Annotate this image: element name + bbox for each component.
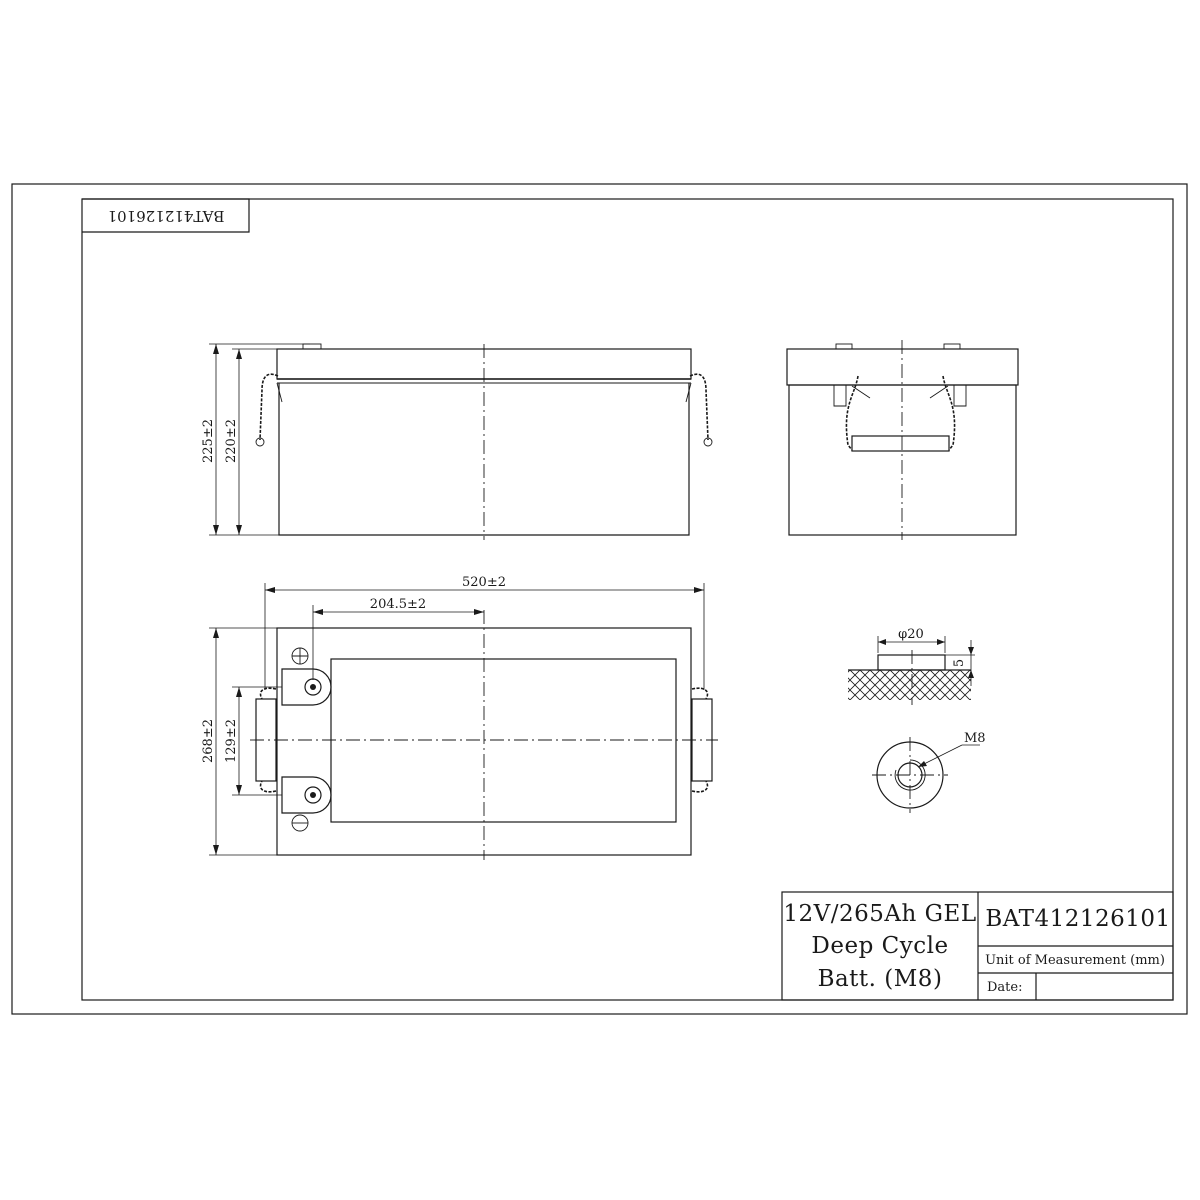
drawing-code: BAT412126101 xyxy=(985,906,1170,932)
dimension-width-label: 268±2 xyxy=(201,719,216,763)
dimension-length-label: 520±2 xyxy=(462,575,506,590)
dimension-width: 268±2 xyxy=(201,627,277,856)
title-block: 12V/265Ah GEL Deep Cycle Batt. (M8) BAT4… xyxy=(781,891,1174,1001)
dimension-terminal-offset: 204.5±2 xyxy=(312,597,484,680)
dimension-handle-spacing-label: 129±2 xyxy=(224,719,239,763)
terminal-diameter-label: φ20 xyxy=(898,627,924,642)
description-line-1: 12V/265Ah GEL xyxy=(783,901,976,927)
terminal-positive xyxy=(281,647,332,706)
thread-label: M8 xyxy=(964,731,986,746)
inner-frame xyxy=(81,198,1174,1001)
terminal-height-label: 5 xyxy=(952,659,967,667)
date-label: Date: xyxy=(987,980,1022,995)
mirrored-code-box: BAT412126101 xyxy=(82,198,250,233)
unit-of-measurement: Unit of Measurement (mm) xyxy=(985,953,1165,968)
description-line-3: Batt. (M8) xyxy=(818,966,943,992)
mirrored-code-text: BAT412126101 xyxy=(108,207,225,225)
outer-frame xyxy=(11,183,1188,1015)
dimension-length: 520±2 xyxy=(264,575,705,690)
terminal-detail-plan: M8 xyxy=(872,731,986,813)
description-line-2: Deep Cycle xyxy=(811,933,948,959)
front-view xyxy=(255,343,713,540)
dimension-total-height-label: 225±2 xyxy=(201,419,216,463)
dimension-total-height: 225±2 xyxy=(201,343,310,536)
side-view xyxy=(786,340,1019,540)
top-view xyxy=(250,610,718,860)
dimension-case-height-label: 220±2 xyxy=(224,419,239,463)
dimension-handle-spacing: 129±2 xyxy=(224,686,282,796)
terminal-detail-elevation: φ20 5 xyxy=(848,627,975,705)
dimension-terminal-offset-label: 204.5±2 xyxy=(370,597,426,612)
terminal-negative xyxy=(281,776,332,832)
dimension-case-height: 220±2 xyxy=(224,348,277,535)
